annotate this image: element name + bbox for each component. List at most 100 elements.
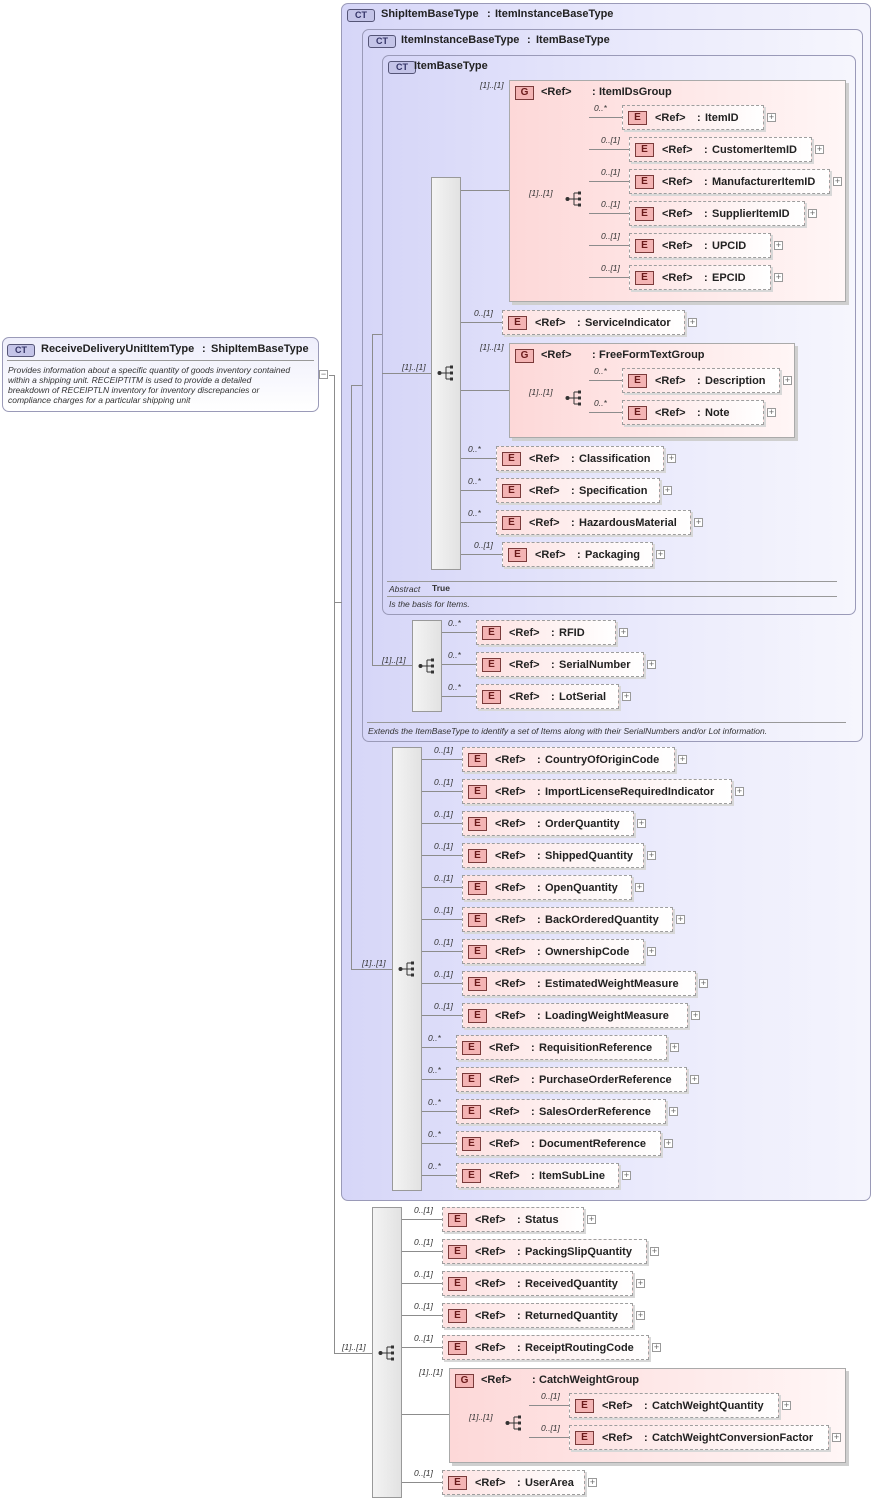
expand-icon[interactable]: + bbox=[783, 375, 792, 385]
element-ref[interactable]: E<Ref>CatchWeightQuantity: bbox=[569, 1393, 779, 1418]
expand-icon[interactable]: + bbox=[774, 272, 783, 282]
expand-icon[interactable]: + bbox=[652, 1342, 661, 1352]
element-ref[interactable]: E<Ref>ItemID: bbox=[622, 105, 764, 130]
connector-line bbox=[422, 1111, 456, 1112]
expand-icon[interactable]: + bbox=[669, 1106, 678, 1116]
element-ref[interactable]: E<Ref>ReceivedQuantity: bbox=[442, 1271, 633, 1296]
expand-icon[interactable]: + bbox=[647, 946, 656, 956]
expand-icon[interactable]: + bbox=[699, 978, 708, 988]
element-ref[interactable]: E<Ref>LotSerial: bbox=[476, 684, 619, 709]
expand-icon[interactable]: + bbox=[688, 317, 697, 327]
expand-icon[interactable]: + bbox=[656, 549, 665, 559]
element-ref[interactable]: E<Ref>ImportLicenseRequiredIndicator: bbox=[462, 779, 732, 804]
expand-icon[interactable]: + bbox=[735, 786, 744, 796]
expand-icon[interactable]: + bbox=[647, 850, 656, 860]
element-ref[interactable]: E<Ref>DocumentReference: bbox=[456, 1131, 661, 1156]
cardinality-label: 0..[1] bbox=[434, 745, 453, 755]
expand-icon[interactable]: + bbox=[815, 144, 824, 154]
expand-icon[interactable]: + bbox=[637, 818, 646, 828]
element-ref[interactable]: E<Ref>SerialNumber: bbox=[476, 652, 644, 677]
element-ref[interactable]: E<Ref>PurchaseOrderReference: bbox=[456, 1067, 687, 1092]
expand-icon[interactable]: + bbox=[832, 1432, 841, 1442]
expand-icon[interactable]: + bbox=[663, 485, 672, 495]
element-ref[interactable]: E<Ref>Specification: bbox=[496, 478, 660, 503]
element-ref[interactable]: E<Ref>EPCID: bbox=[629, 265, 771, 290]
element-ref[interactable]: E<Ref>LoadingWeightMeasure: bbox=[462, 1003, 688, 1028]
expand-icon[interactable]: + bbox=[587, 1214, 596, 1224]
expand-icon[interactable]: + bbox=[664, 1138, 673, 1148]
cardinality-label: 0..[1] bbox=[414, 1333, 433, 1343]
expand-icon[interactable]: + bbox=[650, 1246, 659, 1256]
element-ref[interactable]: E<Ref>ManufacturerItemID: bbox=[629, 169, 830, 194]
element-icon: E bbox=[468, 977, 487, 991]
element-ref[interactable]: E<Ref>UPCID: bbox=[629, 233, 771, 258]
element-icon: E bbox=[468, 753, 487, 767]
element-ref[interactable]: E<Ref>Note: bbox=[622, 400, 764, 425]
expand-icon[interactable]: + bbox=[808, 208, 817, 218]
element-ref[interactable]: E<Ref>Description: bbox=[622, 368, 780, 393]
instance-type-base: ItemBaseType bbox=[536, 34, 610, 46]
connector-line bbox=[402, 1251, 442, 1252]
element-ref[interactable]: E<Ref>HazardousMaterial: bbox=[496, 510, 691, 535]
element-ref[interactable]: E<Ref>UserArea: bbox=[442, 1470, 585, 1495]
element-ref[interactable]: E<Ref>SupplierItemID: bbox=[629, 201, 805, 226]
element-ref[interactable]: E<Ref>ShippedQuantity: bbox=[462, 843, 644, 868]
element-ref[interactable]: E<Ref>OrderQuantity: bbox=[462, 811, 634, 836]
element-name: CatchWeightQuantity bbox=[652, 1400, 764, 1412]
element-ref[interactable]: E<Ref>CountryOfOriginCode: bbox=[462, 747, 675, 772]
element-ref[interactable]: E<Ref>PackingSlipQuantity: bbox=[442, 1239, 647, 1264]
element-ref[interactable]: E<Ref>CustomerItemID: bbox=[629, 137, 812, 162]
element-ref-label: <Ref> bbox=[529, 485, 560, 497]
expand-icon[interactable]: + bbox=[774, 240, 783, 250]
element-ref[interactable]: E<Ref>CatchWeightConversionFactor: bbox=[569, 1425, 829, 1450]
element-ref[interactable]: E<Ref>Status: bbox=[442, 1207, 584, 1232]
expand-icon[interactable]: + bbox=[694, 517, 703, 527]
expand-icon[interactable]: + bbox=[622, 1170, 631, 1180]
expand-icon[interactable]: + bbox=[767, 112, 776, 122]
root-type-box[interactable]: CT ReceiveDeliveryUnitItemType : ShipIte… bbox=[2, 337, 319, 412]
element-ref-label: <Ref> bbox=[662, 144, 693, 156]
expand-icon[interactable]: + bbox=[767, 407, 776, 417]
collapse-toggle-icon[interactable]: − bbox=[319, 369, 328, 379]
element-separator: : bbox=[531, 1138, 535, 1150]
expand-icon[interactable]: + bbox=[588, 1477, 597, 1487]
element-name: OwnershipCode bbox=[545, 946, 630, 958]
element-ref[interactable]: E<Ref>ItemSubLine: bbox=[456, 1163, 619, 1188]
element-ref[interactable]: E<Ref>Classification: bbox=[496, 446, 664, 471]
expand-icon[interactable]: + bbox=[833, 176, 842, 186]
divider bbox=[387, 581, 837, 582]
element-ref[interactable]: E<Ref>ServiceIndicator: bbox=[502, 310, 685, 335]
expand-icon[interactable]: + bbox=[636, 1310, 645, 1320]
expand-icon[interactable]: + bbox=[782, 1400, 791, 1410]
expand-icon[interactable]: + bbox=[622, 691, 631, 701]
element-ref[interactable]: E<Ref>ReturnedQuantity: bbox=[442, 1303, 633, 1328]
sequence-compositor[interactable] bbox=[372, 1207, 402, 1498]
expand-icon[interactable]: + bbox=[670, 1042, 679, 1052]
expand-icon[interactable]: + bbox=[676, 914, 685, 924]
connector-line bbox=[422, 823, 462, 824]
element-ref-label: <Ref> bbox=[475, 1246, 506, 1258]
element-ref[interactable]: E<Ref>RFID: bbox=[476, 620, 616, 645]
element-icon: E bbox=[448, 1476, 467, 1490]
element-ref[interactable]: E<Ref>OpenQuantity: bbox=[462, 875, 632, 900]
expand-icon[interactable]: + bbox=[647, 659, 656, 669]
element-ref[interactable]: E<Ref>ReceiptRoutingCode: bbox=[442, 1335, 649, 1360]
expand-icon[interactable]: + bbox=[619, 627, 628, 637]
element-ref[interactable]: E<Ref>Packaging: bbox=[502, 542, 653, 567]
element-ref[interactable]: E<Ref>BackOrderedQuantity: bbox=[462, 907, 673, 932]
element-ref[interactable]: E<Ref>SalesOrderReference: bbox=[456, 1099, 666, 1124]
expand-icon[interactable]: + bbox=[635, 882, 644, 892]
element-ref[interactable]: E<Ref>EstimatedWeightMeasure: bbox=[462, 971, 696, 996]
expand-icon[interactable]: + bbox=[636, 1278, 645, 1288]
abstract-value: True bbox=[432, 583, 450, 593]
element-ref[interactable]: E<Ref>OwnershipCode: bbox=[462, 939, 644, 964]
element-separator: : bbox=[531, 1170, 535, 1182]
element-name: PackingSlipQuantity bbox=[525, 1246, 632, 1258]
expand-icon[interactable]: + bbox=[667, 453, 676, 463]
expand-icon[interactable]: + bbox=[678, 754, 687, 764]
expand-icon[interactable]: + bbox=[690, 1074, 699, 1084]
element-ref-label: <Ref> bbox=[602, 1400, 633, 1412]
expand-icon[interactable]: + bbox=[691, 1010, 700, 1020]
connector-line bbox=[402, 1347, 442, 1348]
element-ref[interactable]: E<Ref>RequisitionReference: bbox=[456, 1035, 667, 1060]
